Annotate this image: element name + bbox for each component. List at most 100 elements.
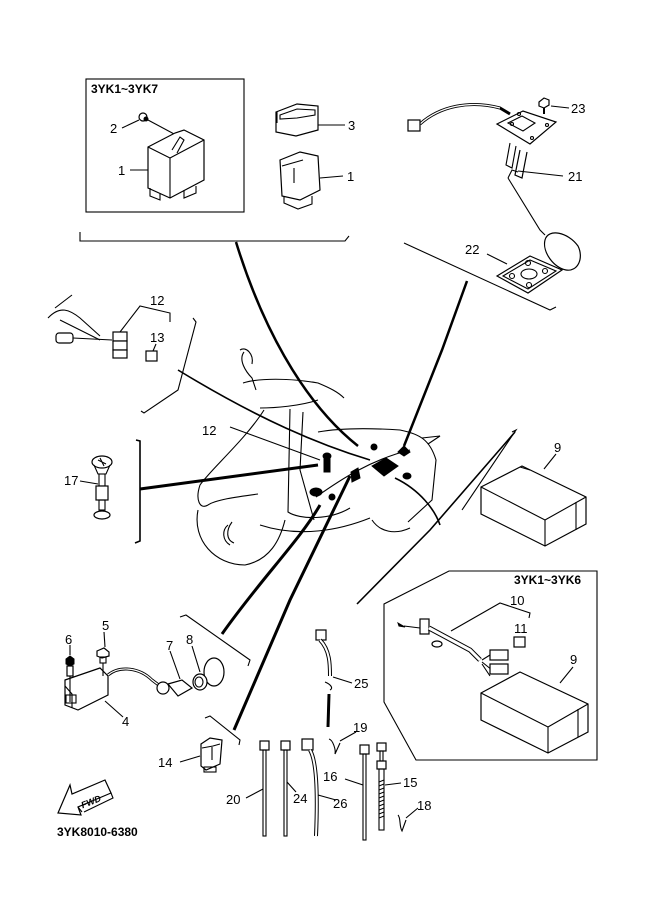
- leader-1b: [319, 175, 344, 179]
- callout-6: 6: [65, 632, 72, 647]
- switch-part-13: [145, 350, 158, 362]
- callout-22: 22: [465, 242, 479, 257]
- leader-12a: [119, 305, 171, 333]
- group-bracket-battery: [461, 428, 518, 511]
- leader-relay: [232, 475, 352, 731]
- ignition-coil-part-4: [64, 667, 109, 711]
- group-bracket-main-switch: [134, 439, 141, 544]
- float-icon: [543, 232, 581, 271]
- leader-15: [384, 782, 402, 786]
- bolt-part-6: [65, 655, 75, 702]
- seal-part-8: [192, 657, 225, 691]
- harness-part-10: [397, 618, 509, 677]
- cdi-unit-part-1: [147, 129, 205, 201]
- callout-1b: 1: [347, 169, 354, 184]
- callout-9a: 9: [554, 440, 561, 455]
- group-bracket-coil: [179, 614, 251, 667]
- leader-13: [152, 343, 157, 352]
- callout-15: 15: [403, 775, 417, 790]
- callout-23: 23: [571, 101, 585, 116]
- relay-part-14: [200, 737, 223, 773]
- leader-5: [103, 631, 106, 648]
- relay-part-11: [513, 636, 526, 648]
- leader-14: [179, 755, 201, 763]
- callout-3: 3: [348, 118, 355, 133]
- relay-marker: [350, 467, 361, 483]
- leader-18: [405, 807, 419, 819]
- diagram-code: 3YK8010-6380: [57, 825, 138, 839]
- handlebar-switch-group: 12 13: [47, 293, 197, 414]
- leader-ignition-coil: [220, 504, 322, 635]
- cable-ties-group: 25 19 20 24 26 16: [226, 629, 431, 841]
- battery-variant-group: 3YK1~3YK6 10 11 9: [383, 570, 598, 761]
- callout-2: 2: [110, 121, 117, 136]
- leader-cdi-group: [234, 241, 359, 447]
- cable-tie-part-20: [259, 740, 270, 837]
- variant-label-top-left: 3YK1~3YK7: [91, 82, 158, 96]
- band-part-26: [301, 738, 319, 837]
- leader-7: [169, 650, 181, 680]
- cdi-unit-part-1-alt: [279, 151, 321, 210]
- leader-2: [121, 119, 140, 129]
- leader-26: [317, 794, 337, 801]
- callout-19: 19: [353, 720, 367, 735]
- callout-5: 5: [102, 618, 109, 633]
- callout-12a: 12: [150, 293, 164, 308]
- cable-tie-part-15: [376, 742, 387, 831]
- band-part-25: [315, 629, 333, 728]
- battery-part-9-alt: [480, 671, 589, 754]
- leader-19: [339, 731, 357, 742]
- screw-part-2: [138, 112, 177, 136]
- leader-21: [517, 170, 564, 177]
- leader-handlebar: [177, 369, 371, 461]
- callout-20: 20: [226, 792, 240, 807]
- group-bracket-handlebar: [140, 317, 197, 414]
- leader-16: [344, 778, 364, 786]
- callout-14: 14: [158, 755, 172, 770]
- leader-22: [486, 253, 508, 265]
- wire-harness-components: [309, 443, 412, 501]
- leader-10: [450, 602, 531, 632]
- callout-26: 26: [333, 796, 347, 811]
- variant-label-right: 3YK1~3YK6: [514, 573, 581, 587]
- main-switch-group: 17: [64, 439, 141, 544]
- battery-part-9: [480, 465, 587, 547]
- scooter-outline: [196, 348, 441, 566]
- fwd-arrow-icon: [57, 779, 112, 816]
- callout-24: 24: [293, 791, 307, 806]
- leader-9a: [543, 453, 557, 470]
- bolt-part-23: [538, 97, 550, 114]
- callout-18: 18: [417, 798, 431, 813]
- float-arm: [507, 177, 546, 236]
- relay-group: 14: [158, 715, 241, 773]
- leader-25: [332, 676, 353, 684]
- clip-part-19: [328, 738, 341, 755]
- group-bracket-top: [79, 232, 350, 242]
- cable-tie-part-24: [280, 740, 291, 837]
- callout-11: 11: [514, 621, 528, 636]
- callout-8: 8: [186, 632, 193, 647]
- callout-12b: 12: [202, 423, 216, 438]
- cdi-unit-group: 3YK1~3YK7 2 1 3: [79, 78, 355, 242]
- leader-lines: [139, 241, 516, 731]
- variant-box-3yk1-3yk6: [383, 570, 598, 761]
- callout-10: 10: [510, 593, 524, 608]
- cover-part-3: [275, 103, 319, 137]
- gasket-part-22: [495, 255, 564, 294]
- grip-end-icon: [55, 332, 74, 344]
- leader-24: [286, 781, 297, 793]
- fuel-sender-group: 21 23 22: [403, 97, 585, 311]
- cable-tie-part-16: [359, 744, 370, 841]
- callout-16: 16: [323, 769, 337, 784]
- forward-direction-badge: FWD: [57, 779, 114, 816]
- variant-box-3yk1-3yk7: [85, 78, 245, 213]
- callout-17: 17: [64, 473, 78, 488]
- group-bracket-fuel: [403, 242, 557, 311]
- sender-plate: [495, 110, 558, 145]
- ignition-coil-group: 4 6 5 7 8: [64, 614, 251, 729]
- callout-7: 7: [166, 638, 173, 653]
- leader-17: [79, 480, 99, 485]
- callout-13: 13: [150, 330, 164, 345]
- leader-23: [550, 105, 570, 109]
- plug-cap-part-7: [156, 679, 194, 697]
